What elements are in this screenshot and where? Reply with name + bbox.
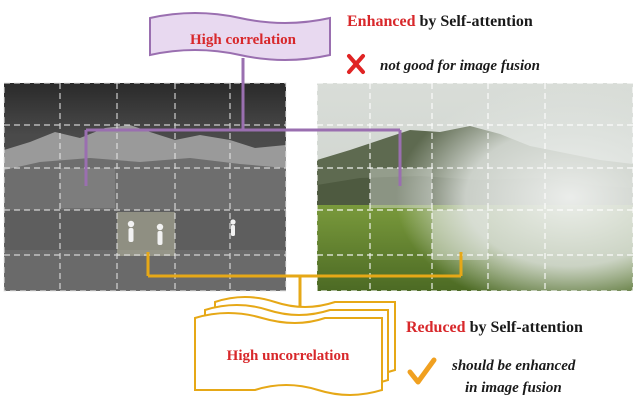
high-correlation-banner: High correlation — [149, 12, 331, 61]
not-good-note: not good for image fusion — [380, 58, 540, 74]
check-icon — [407, 357, 437, 385]
should-be-enhanced-line2: in image fusion — [465, 380, 562, 396]
should-be-enhanced-line1: should be enhanced — [451, 358, 576, 374]
infrared-image — [4, 83, 286, 291]
reduced-annotation: Reduced by Self-attention — [406, 319, 583, 336]
high-correlation-label: High correlation — [190, 32, 297, 48]
cross-icon — [347, 54, 365, 74]
infrared-grid — [3, 82, 287, 292]
uncorrelation-bracket — [146, 252, 463, 306]
enhanced-annotation: Enhanced by Self-attention — [347, 13, 533, 30]
high-uncorrelation-banner: High uncorrelation — [194, 296, 396, 396]
high-uncorrelation-label: High uncorrelation — [227, 348, 350, 364]
reduced-word: Reduced — [406, 319, 466, 336]
reduced-rest: by Self-attention — [466, 319, 583, 336]
visible-image — [317, 83, 633, 291]
enhanced-word: Enhanced — [347, 13, 416, 30]
infrared-person-figures — [127, 219, 236, 245]
correlation-bracket — [84, 58, 402, 186]
visible-grid — [316, 82, 634, 292]
enhanced-rest: by Self-attention — [415, 13, 532, 30]
